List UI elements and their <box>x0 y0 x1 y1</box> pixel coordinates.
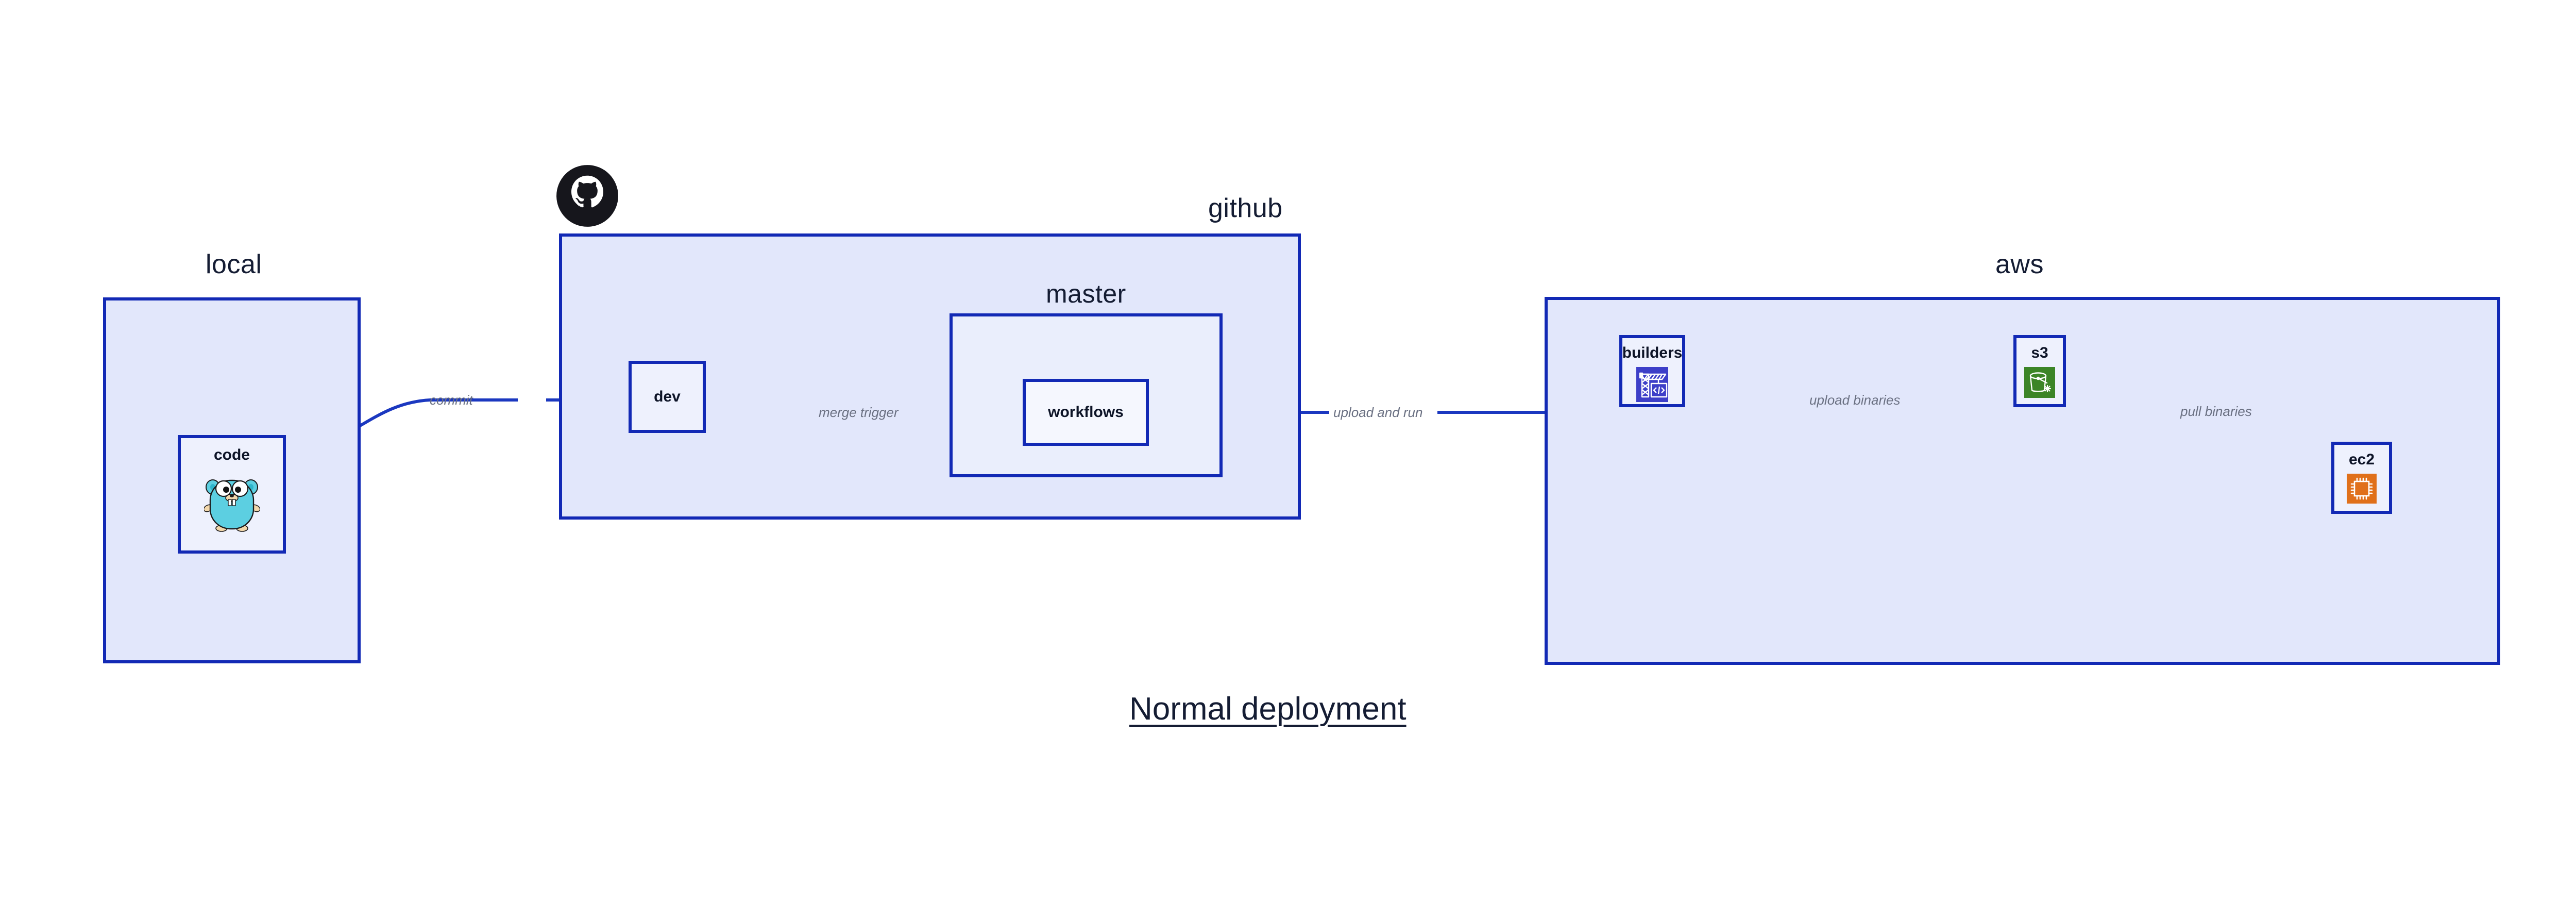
edge-label-merge-trigger: merge trigger <box>819 405 899 420</box>
group-label-aws: aws <box>1995 249 2044 279</box>
node-workflows-label: workflows <box>1048 404 1124 421</box>
node-ec2-label: ec2 <box>2348 451 2375 468</box>
node-code[interactable]: code <box>178 435 286 554</box>
node-ec2[interactable]: ec2 <box>2331 442 2392 514</box>
node-builders[interactable]: builders <box>1619 335 1685 407</box>
node-workflows[interactable]: workflows <box>1023 379 1149 446</box>
github-octocat-logo <box>555 164 619 230</box>
edge-label-upload-and-run: upload and run <box>1333 405 1423 420</box>
cpu-chip-icon <box>2347 474 2377 506</box>
node-s3-label: s3 <box>2031 344 2048 361</box>
edge-label-upload-binaries: upload binaries <box>1809 392 1901 408</box>
node-code-label: code <box>213 446 250 463</box>
crane-code-icon <box>1636 367 1668 405</box>
go-gopher-icon <box>203 470 261 534</box>
edge-label-commit: commit <box>430 392 473 408</box>
group-label-master: master <box>1046 279 1126 308</box>
s3-bucket-icon <box>2024 367 2055 400</box>
edge-label-pull-binaries: pull binaries <box>2180 404 2252 419</box>
diagram-title: Normal deployment <box>1129 691 1406 727</box>
group-label-github: github <box>1208 193 1283 223</box>
node-builders-label: builders <box>1622 344 1683 361</box>
node-dev-label: dev <box>654 388 681 405</box>
group-label-local: local <box>206 249 262 279</box>
node-dev[interactable]: dev <box>629 361 706 433</box>
node-s3[interactable]: s3 <box>2013 335 2066 407</box>
